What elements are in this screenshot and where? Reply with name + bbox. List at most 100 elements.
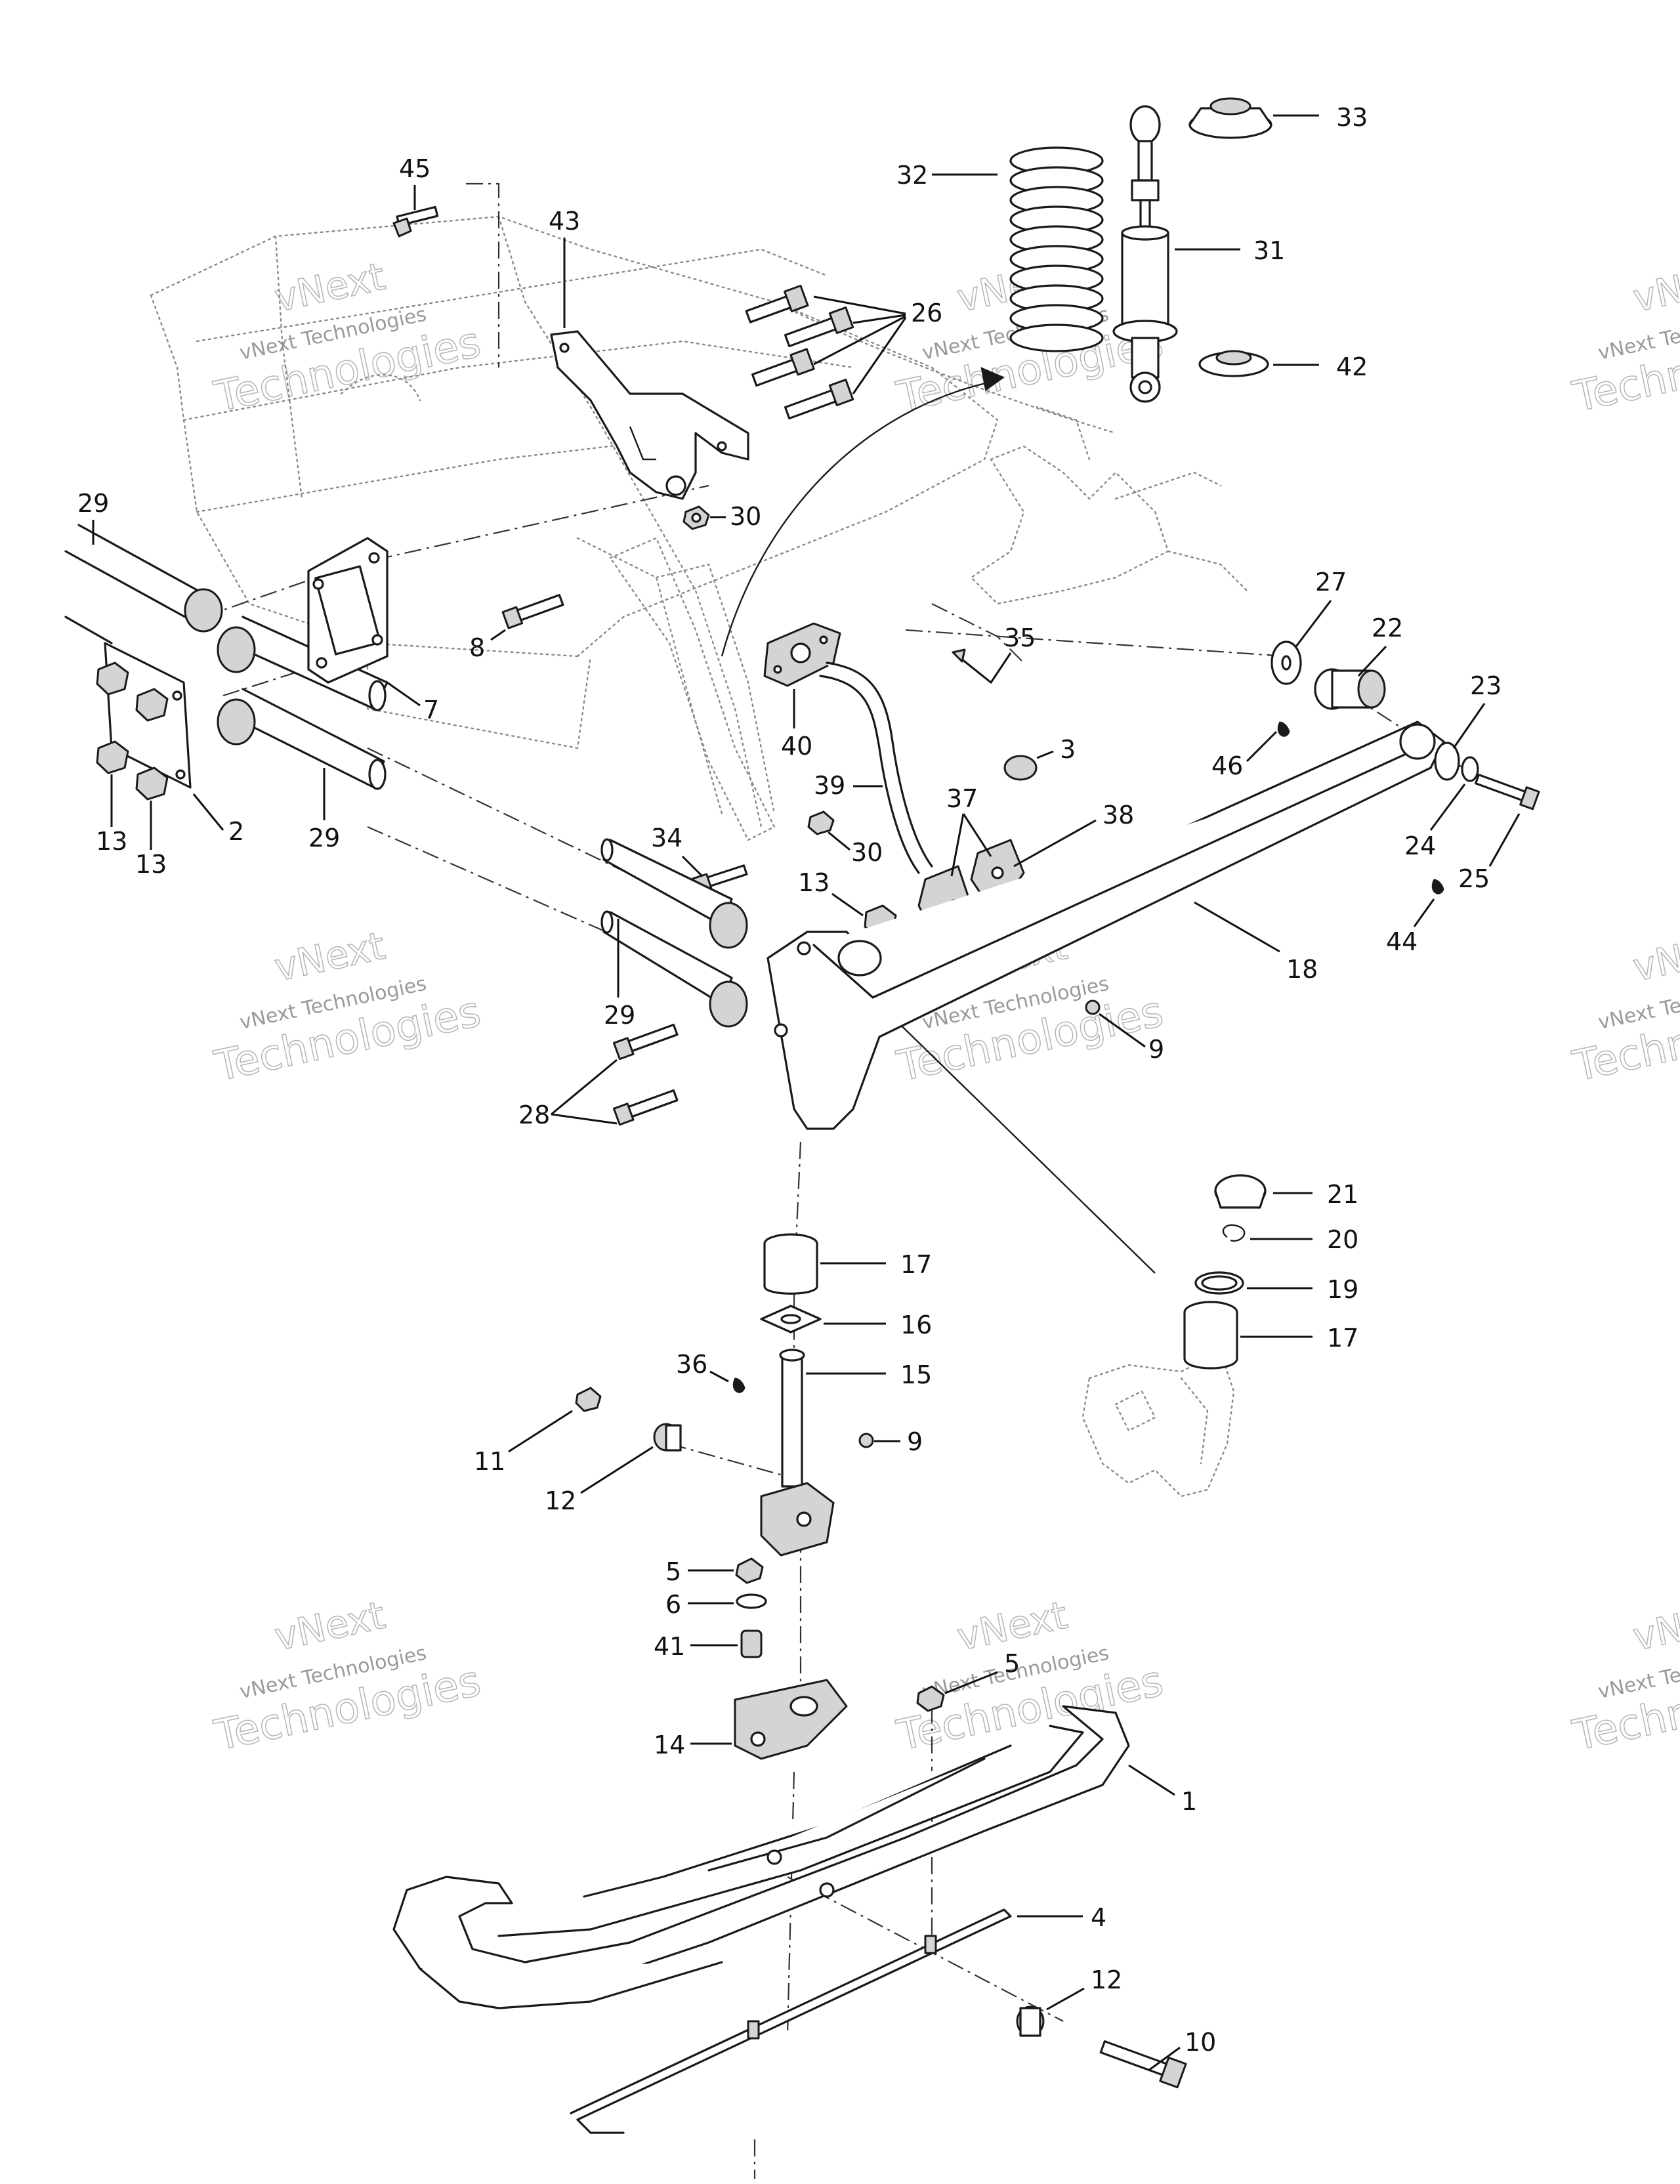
watermark-line1: vNext	[1629, 923, 1680, 990]
shock-arrow	[721, 367, 1005, 657]
callout-27: 27	[1315, 568, 1347, 597]
callout-12: 12	[545, 1486, 576, 1515]
part-17-bushing-right	[1183, 1301, 1238, 1370]
watermark-line1: vNext	[1629, 254, 1680, 321]
callout-42: 42	[1336, 352, 1368, 381]
part-39-rod	[819, 662, 933, 874]
callout-1: 1	[1181, 1787, 1197, 1816]
part-35-pin	[952, 648, 992, 684]
part-20-clip	[1222, 1224, 1246, 1242]
callout-18: 18	[1286, 955, 1318, 984]
part-1-ski	[392, 1705, 1130, 2009]
part-18-arm	[766, 721, 1445, 1130]
part-15-spindle	[760, 1349, 835, 1557]
callout-43: 43	[549, 207, 580, 236]
callout-41: 41	[654, 1632, 685, 1661]
part-25-bolt	[1475, 774, 1540, 810]
part-5-nut	[735, 1557, 764, 1584]
part-5-nut-lower	[916, 1685, 945, 1712]
callout-17b: 17	[1327, 1324, 1358, 1353]
callout-28: 28	[518, 1101, 550, 1129]
part-40-plate	[763, 622, 841, 687]
callout-30b: 30	[851, 838, 883, 867]
callout-36: 36	[676, 1350, 707, 1379]
callout-29a: 29	[77, 489, 109, 518]
callout-13c: 13	[798, 868, 830, 897]
callout-8: 8	[469, 633, 485, 662]
part-43-bracket	[550, 330, 749, 500]
part-16-plate	[760, 1305, 822, 1334]
callout-24: 24	[1404, 831, 1436, 860]
callout-35: 35	[1004, 623, 1036, 652]
callout-7: 7	[423, 696, 439, 724]
callout-4: 4	[1091, 1903, 1106, 1932]
part-42-spring-cup	[1198, 350, 1269, 377]
part-7-plate	[307, 537, 388, 684]
callout-5b: 5	[1004, 1649, 1020, 1678]
callout-31: 31	[1253, 236, 1285, 265]
callout-19: 19	[1327, 1275, 1358, 1304]
part-9-fitting	[1085, 999, 1101, 1015]
callout-21: 21	[1327, 1180, 1358, 1209]
callout-16: 16	[900, 1311, 932, 1339]
part-6-washer	[736, 1593, 767, 1609]
part-19-washer	[1194, 1271, 1244, 1295]
callout-13b: 13	[135, 850, 167, 879]
callout-6: 6	[665, 1590, 681, 1619]
part-27-washer	[1270, 640, 1302, 685]
callout-9: 9	[1148, 1035, 1164, 1064]
callout-17: 17	[900, 1250, 932, 1279]
callout-25: 25	[1458, 864, 1490, 893]
part-14-bracket	[734, 1679, 848, 1760]
part-12-spacer-lower	[1016, 2006, 1045, 2037]
callout-29b: 29	[308, 824, 340, 852]
callout-14: 14	[654, 1731, 685, 1759]
part-11-nut	[575, 1387, 602, 1412]
part-17-bushing	[763, 1233, 818, 1295]
part-33-spring-cup	[1188, 97, 1272, 139]
callout-40: 40	[781, 732, 812, 761]
callout-30a: 30	[730, 502, 761, 531]
part-45-bolt	[392, 205, 439, 238]
callout-38: 38	[1102, 801, 1134, 830]
part-44-grease	[1431, 879, 1444, 894]
part-30-nut-middle	[807, 810, 835, 835]
callout-37: 37	[946, 784, 978, 813]
ghost-center-spring	[609, 537, 776, 841]
part-21-cap	[1214, 1174, 1267, 1209]
callout-12b: 12	[1091, 1965, 1122, 1994]
watermark-line1: vNext	[270, 254, 388, 321]
part-30-nut	[682, 505, 710, 530]
callout-29c: 29	[604, 1001, 635, 1030]
part-29-lower-tubes	[600, 838, 748, 1028]
callout-39: 39	[814, 771, 845, 800]
callout-45: 45	[399, 154, 430, 183]
watermark-line1: vNext	[270, 1593, 388, 1660]
part-9-fitting-lower	[858, 1433, 874, 1448]
watermark-line1: vNext	[1629, 1593, 1680, 1660]
callout-46: 46	[1211, 751, 1243, 780]
part-8-bolt	[501, 594, 564, 629]
part-3-plug	[1003, 755, 1038, 781]
part-31-shock	[1112, 105, 1178, 403]
callout-2: 2	[228, 817, 244, 846]
callout-20: 20	[1327, 1225, 1358, 1254]
callout-3: 3	[1060, 735, 1076, 764]
callout-44: 44	[1386, 927, 1418, 956]
part-41-spacer	[740, 1629, 763, 1658]
watermark-line1: vNext	[270, 923, 388, 990]
callout-10: 10	[1185, 2028, 1216, 2057]
part-32-spring	[1009, 146, 1104, 352]
part-10-bolt	[1099, 2040, 1187, 2089]
part-23-washer	[1434, 742, 1460, 781]
callout-23: 23	[1470, 671, 1502, 700]
part-36-grease	[732, 1377, 746, 1393]
callout-13a: 13	[96, 827, 127, 856]
callout-32: 32	[896, 161, 928, 190]
part-26-bolts	[745, 284, 854, 420]
part-28-bolts	[612, 1023, 679, 1126]
callout-9b: 9	[907, 1427, 923, 1456]
part-22-bushing	[1314, 668, 1386, 710]
callout-34: 34	[651, 824, 682, 852]
